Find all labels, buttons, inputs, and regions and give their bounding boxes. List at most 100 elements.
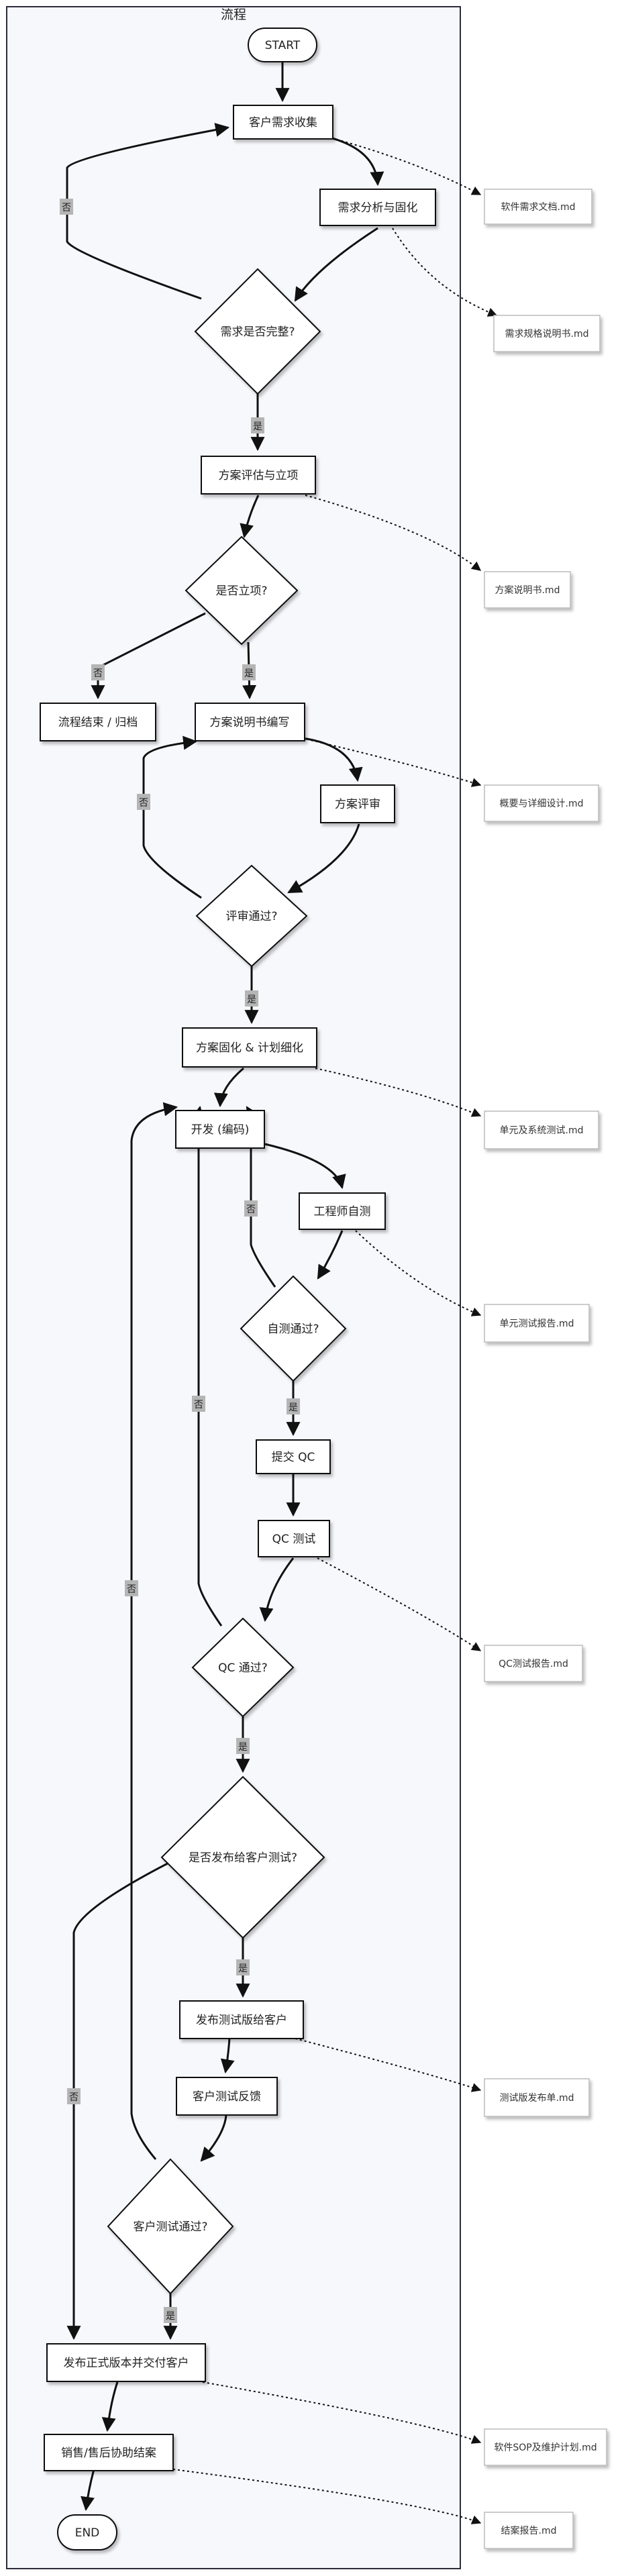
edge-review-reviewq	[287, 823, 360, 894]
doc-edges	[172, 138, 498, 2524]
svg-text:方案固化 & 计划细化: 方案固化 & 计划细化	[196, 1041, 303, 1055]
doc-requirements[interactable]: 软件需求文档.md	[484, 189, 592, 225]
node-close[interactable]: 销售/售后协助结案	[44, 2434, 174, 2471]
label-no-qc: 否	[192, 1396, 205, 1412]
node-evaluate[interactable]: 方案评估与立项	[201, 456, 316, 495]
node-selftest[interactable]: 工程师自测	[299, 1192, 386, 1230]
node-review[interactable]: 方案评审	[320, 784, 395, 823]
edge-close-end	[81, 2469, 95, 2512]
doc-system-test[interactable]: 单元及系统测试.md	[484, 1111, 599, 1149]
edge-deliver-close	[101, 2381, 119, 2432]
doc-qc-report[interactable]: QC测试报告.md	[484, 1645, 583, 1682]
svg-text:发布测试版给客户: 发布测试版给客户	[196, 2014, 287, 2027]
swimlane-frame	[6, 6, 461, 2569]
node-release-test[interactable]: 发布测试版给客户	[179, 2000, 304, 2039]
svg-text:概要与详细设计.md: 概要与详细设计.md	[500, 798, 584, 809]
doc-sop[interactable]: 软件SOP及维护计划.md	[484, 2428, 607, 2466]
decision-qc[interactable]: QC 通过?	[191, 1617, 295, 1718]
label-no-complete: 否	[60, 199, 73, 215]
svg-text:否: 否	[127, 1584, 136, 1595]
svg-text:否: 否	[93, 668, 103, 679]
node-develop[interactable]: 开发 (编码)	[175, 1110, 265, 1149]
decision-release[interactable]: 是否发布给客户测试?	[160, 1775, 325, 1939]
svg-text:单元及系统测试.md: 单元及系统测试.md	[500, 1125, 584, 1136]
edge-collect-analyze	[331, 137, 384, 187]
svg-text:是否立项?: 是否立项?	[215, 584, 267, 598]
svg-text:销售/售后协助结案: 销售/售后协助结案	[61, 2446, 156, 2460]
decision-selftest[interactable]: 自测通过?	[240, 1275, 347, 1382]
svg-text:END: END	[75, 2526, 100, 2540]
label-yes-selftest: 是	[287, 1398, 300, 1414]
label-no-approve: 否	[91, 664, 105, 680]
document-nodes: 软件需求文档.md 需求规格说明书.md 方案说明书.md 概要与详细设计.md…	[484, 189, 607, 2549]
edge-selftest-selftestq	[317, 1230, 344, 1280]
svg-text:是: 是	[247, 994, 256, 1005]
svg-text:自测通过?: 自测通过?	[267, 1323, 319, 1336]
svg-text:是: 是	[289, 1402, 298, 1413]
doc-release-form[interactable]: 测试版发布单.md	[484, 2078, 590, 2117]
doc-edge-3	[305, 495, 482, 571]
svg-text:评审通过?: 评审通过?	[225, 910, 277, 923]
node-write-plan[interactable]: 方案说明书编写	[195, 703, 305, 741]
decision-approve[interactable]: 是否立项?	[185, 535, 299, 646]
decision-customer[interactable]: 客户测试通过?	[107, 2158, 234, 2295]
label-yes-complete: 是	[251, 417, 264, 433]
edge-finalize-develop	[213, 1067, 244, 1108]
label-no-selftest: 否	[244, 1200, 258, 1217]
svg-text:否: 否	[194, 1400, 203, 1410]
node-analyze[interactable]: 需求分析与固化	[319, 189, 436, 226]
node-archive[interactable]: 流程结束 / 归档	[40, 703, 156, 741]
svg-text:是: 是	[244, 668, 254, 679]
svg-text:提交 QC: 提交 QC	[272, 1451, 315, 1464]
svg-text:方案评审: 方案评审	[335, 798, 380, 811]
label-yes-review: 是	[245, 990, 258, 1007]
svg-text:流程结束 / 归档: 流程结束 / 归档	[58, 716, 138, 729]
doc-closing-report[interactable]: 结案报告.md	[484, 2512, 574, 2549]
doc-unit-report[interactable]: 单元测试报告.md	[484, 1304, 590, 1343]
label-no-review: 否	[137, 794, 150, 810]
edge-develop-selftest	[264, 1143, 346, 1190]
doc-edge-7	[317, 1557, 482, 1651]
node-feedback[interactable]: 客户测试反馈	[176, 2077, 278, 2116]
swimlane-title: 流程	[221, 7, 246, 22]
node-finalize[interactable]: 方案固化 & 计划细化	[182, 1027, 317, 1068]
doc-edge-10	[172, 2469, 482, 2524]
node-collect[interactable]: 客户需求收集	[233, 105, 333, 140]
node-qc-test[interactable]: QC 测试	[258, 1520, 330, 1557]
svg-text:否: 否	[62, 203, 71, 213]
edge-feedback-customerq	[200, 2114, 227, 2162]
doc-spec[interactable]: 需求规格说明书.md	[493, 315, 601, 352]
label-yes-customer: 是	[164, 2307, 177, 2323]
doc-edge-4	[301, 737, 482, 787]
label-no-release: 否	[67, 2088, 81, 2104]
decision-review[interactable]: 评审通过?	[195, 864, 308, 968]
label-yes-approve: 是	[242, 664, 256, 680]
doc-edge-5	[315, 1068, 482, 1117]
svg-text:QC 通过?: QC 通过?	[218, 1661, 268, 1675]
doc-plan[interactable]: 方案说明书.md	[484, 571, 571, 609]
edge-analyze-complete	[294, 227, 378, 302]
svg-text:发布正式版本并交付客户: 发布正式版本并交付客户	[64, 2357, 189, 2370]
node-deliver[interactable]: 发布正式版本并交付客户	[46, 2343, 206, 2382]
svg-text:客户测试通过?: 客户测试通过?	[133, 2220, 207, 2234]
svg-text:是否发布给客户测试?: 是否发布给客户测试?	[189, 1851, 297, 1865]
svg-text:是: 是	[238, 1963, 248, 1974]
label-yes-release: 是	[236, 1959, 250, 1975]
svg-text:方案说明书编写: 方案说明书编写	[210, 716, 290, 729]
start-node[interactable]: START	[248, 28, 317, 62]
edge-labels: 否 是 否 是 否 是 否 是 否 是 否 是 否 是	[60, 199, 300, 2323]
svg-text:开发 (编码): 开发 (编码)	[191, 1123, 250, 1137]
doc-design[interactable]: 概要与详细设计.md	[484, 784, 599, 822]
svg-text:客户测试反馈: 客户测试反馈	[193, 2090, 261, 2104]
svg-text:结案报告.md: 结案报告.md	[501, 2525, 557, 2536]
svg-text:需求分析与固化: 需求分析与固化	[338, 201, 418, 215]
svg-text:START: START	[265, 39, 301, 52]
svg-text:单元测试报告.md: 单元测试报告.md	[500, 1319, 574, 1329]
decision-complete[interactable]: 需求是否完整?	[194, 268, 321, 395]
process-nodes: START 客户需求收集 需求分析与固化 需求是否完整? 方案评估与立项 是否立…	[40, 28, 436, 2551]
edge-release-feedback	[220, 2038, 235, 2074]
node-submit-qc[interactable]: 提交 QC	[256, 1439, 331, 1474]
edge-reviewq-no	[142, 735, 202, 899]
end-node[interactable]: END	[57, 2514, 117, 2551]
